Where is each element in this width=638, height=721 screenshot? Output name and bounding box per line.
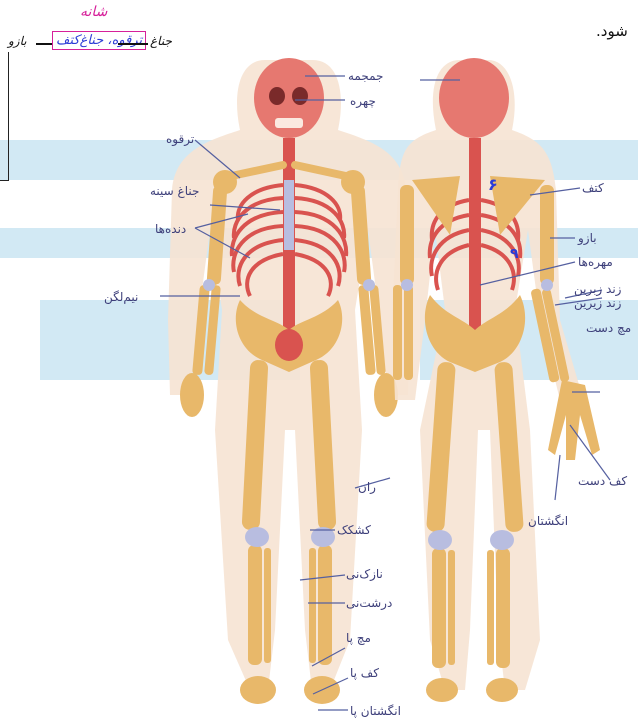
annotation-mark-1: ۶: [488, 175, 498, 194]
label-humerus: بازو: [578, 231, 597, 245]
label-fibula: نازک‌نی: [346, 567, 383, 581]
header-fragment: شود.: [596, 24, 628, 38]
note-box: [0, 52, 9, 181]
label-sole: کف پا: [350, 666, 379, 680]
label-wrist: مچ دست: [586, 321, 631, 335]
label-vertebrae: مهره‌ها: [578, 255, 613, 269]
label-tibia: درشت‌نی: [346, 596, 392, 610]
handwritten-arrow-2: [36, 43, 52, 45]
label-palm: کف دست: [578, 474, 627, 488]
label-radius: زند زبرین: [574, 282, 621, 296]
handwritten-left-word: بازو: [8, 34, 27, 48]
label-ulna: زند زیرین: [574, 296, 621, 310]
label-scapula: کتف: [582, 181, 604, 195]
label-face: چهره: [350, 94, 376, 108]
annotation-mark-2: ۹: [510, 246, 519, 262]
label-fingers: انگشتان: [528, 514, 568, 528]
handwritten-boxed-words: ترقوه، جناغ‌کتف: [52, 31, 146, 50]
handwritten-arrow-1: [118, 43, 148, 45]
label-femur: ران: [358, 480, 376, 494]
label-patella: کشکک: [337, 523, 371, 537]
label-toes: انگشتان پا: [350, 704, 401, 718]
handwritten-right-word: جناغ: [150, 34, 172, 48]
label-sternum: جناغ سینه: [150, 184, 199, 198]
label-clavicle: ترقوه: [166, 132, 194, 146]
label-pelvis: نیم‌لگن: [104, 290, 138, 304]
front-sternum: [284, 180, 294, 250]
label-ribs: دنده‌ها: [155, 222, 186, 236]
front-left-patella: [245, 527, 269, 547]
label-ankle: مچ پا: [346, 631, 371, 645]
back-skull: [439, 58, 509, 138]
label-skull: جمجمه: [348, 69, 383, 83]
handwritten-top-word: شانه: [80, 4, 107, 20]
